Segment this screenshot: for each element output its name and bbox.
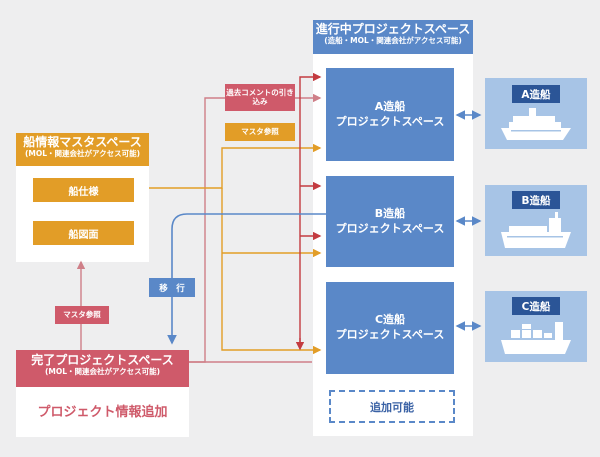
- project-box-b: B造船 プロジェクトスペース: [326, 176, 454, 267]
- addable-slot: 追加可能: [329, 390, 455, 423]
- completed-space-header: 完了プロジェクトスペース (MOL・関連会社がアクセス可能): [16, 350, 189, 387]
- ship-master-header: 船情報マスタスペース (MOL・関連会社がアクセス可能): [16, 133, 149, 166]
- project-b-line1: B造船: [374, 206, 406, 220]
- master-reference-links: [149, 143, 322, 355]
- cruise-ship-icon: [501, 108, 571, 140]
- master-ref-label-bottom: マスタ参照: [55, 306, 109, 324]
- completed-space-title: 完了プロジェクトスペース: [31, 353, 174, 367]
- ship-spec-box: 船仕様: [33, 178, 134, 202]
- ongoing-space-header: 進行中プロジェクトスペース (造船・MOL・関連会社がアクセス可能): [313, 20, 473, 54]
- ship-a-card: A造船: [485, 78, 587, 149]
- master-ref-label-top: マスタ参照: [225, 123, 295, 141]
- ship-b-card: B造船: [485, 185, 587, 256]
- ship-b-tag: B造船: [512, 191, 560, 209]
- migrate-link: [167, 213, 326, 345]
- project-a-line2: プロジェクトスペース: [335, 114, 445, 128]
- project-a-line1: A造船: [374, 99, 406, 113]
- past-comment-label: 過去コメントの引き込み: [225, 84, 295, 111]
- ship-c-tag: C造船: [512, 297, 560, 315]
- project-c-line2: プロジェクトスペース: [335, 328, 445, 341]
- container-ship-icon: [501, 322, 571, 354]
- project-box-c: C造船 プロジェクトスペース: [326, 282, 454, 374]
- ongoing-space-subtitle: (造船・MOL・関連会社がアクセス可能): [324, 35, 462, 45]
- migrate-label: 移 行: [149, 278, 195, 297]
- past-comment-links: [295, 72, 322, 351]
- ship-master-subtitle: (MOL・関連会社がアクセス可能): [24, 148, 141, 158]
- ongoing-space-title: 進行中プロジェクトスペース: [315, 22, 471, 36]
- ship-drawing-box: 船図面: [33, 221, 134, 245]
- completed-space-subtitle: (MOL・関連会社がアクセス可能): [44, 366, 161, 376]
- ship-links: [455, 110, 482, 331]
- tanker-ship-icon: [501, 212, 571, 248]
- ship-master-title: 船情報マスタスペース: [23, 135, 142, 149]
- ship-c-card: C造船: [485, 291, 587, 362]
- project-box-a: A造船 プロジェクトスペース: [326, 68, 454, 161]
- project-b-line2: プロジェクトスペース: [335, 221, 445, 235]
- project-info-add: プロジェクト情報追加: [37, 404, 168, 420]
- project-c-line1: C造船: [374, 313, 406, 327]
- ship-a-tag: A造船: [512, 85, 560, 103]
